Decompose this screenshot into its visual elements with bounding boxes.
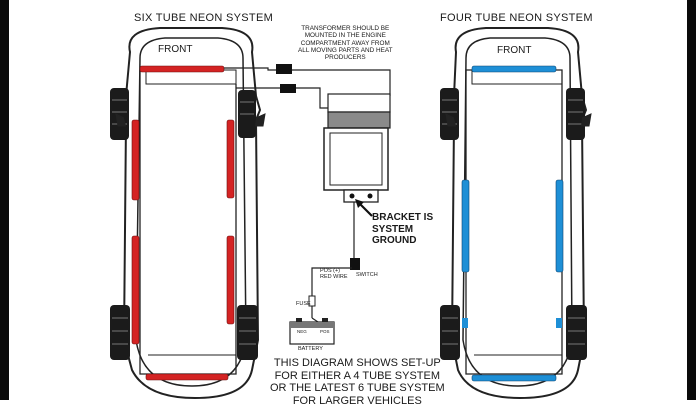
fuse-body — [308, 295, 316, 307]
four-tube-rear-tube — [471, 374, 557, 382]
six-tube-title: SIX TUBE NEON SYSTEM — [134, 12, 274, 24]
red-wire-label: RED WIRE — [320, 274, 348, 281]
four-tube-connector-a — [462, 318, 468, 328]
right-car-body — [448, 27, 588, 400]
right-car — [440, 27, 592, 400]
pos-label: POS (+) — [320, 268, 341, 274]
right-neon-tubes — [461, 65, 564, 382]
transformer-note-line-3: COMPARTMENT AWAY FROM — [300, 39, 390, 47]
transformer-note: TRANSFORMER SHOULD BE MOUNTED IN THE ENG… — [298, 25, 393, 61]
left-neon-tubes — [131, 65, 235, 381]
transformer-note-line-2: MOUNTED IN THE ENGINE — [304, 32, 386, 40]
connector-upper — [276, 64, 292, 74]
wire-upper — [224, 67, 391, 96]
left-front-right-wheel — [238, 90, 256, 138]
right-rear-left-wheel — [440, 305, 460, 360]
bracket-note: BRACKET IS SYSTEM GROUND — [372, 212, 433, 247]
right-front-label: FRONT — [497, 45, 532, 56]
pos-red-wire-label: POS (+) RED WIRE — [320, 268, 348, 281]
four-tube-connector-b — [556, 318, 562, 328]
bracket-note-line-3: GROUND — [372, 235, 417, 246]
connector-lower — [280, 84, 296, 93]
left-front-left-wheel — [110, 88, 129, 140]
wire-lower — [236, 87, 328, 109]
left-car-mirror-right — [255, 113, 266, 127]
six-tube-left-upper-tube — [131, 119, 140, 201]
switch-label: SWITCH — [356, 272, 378, 278]
left-car-body — [120, 27, 262, 400]
six-tube-right-lower-tube — [226, 235, 235, 325]
battery-neg-label: NEG — [297, 329, 307, 334]
bracket-note-line-1: BRACKET IS — [372, 212, 434, 223]
four-tube-title: FOUR TUBE NEON SYSTEM — [440, 12, 593, 24]
left-car — [110, 27, 266, 400]
transformer-note-line-5: PRODUCERS — [324, 54, 366, 62]
left-car-mirror-left — [115, 113, 126, 127]
left-car-inner-body — [135, 37, 247, 387]
left-wiring-loop — [139, 70, 237, 375]
bracket-arrow-head — [355, 199, 364, 208]
four-tube-right-tube — [555, 179, 564, 273]
fuse-label: FUSE — [296, 301, 311, 307]
six-tube-rear-tube — [145, 373, 229, 381]
right-front-right-wheel — [566, 88, 585, 140]
left-front-label: FRONT — [158, 44, 193, 55]
six-tube-right-upper-tube — [226, 119, 235, 199]
transformer-note-line-4: ALL MOVING PARTS AND HEAT — [298, 46, 393, 54]
right-rear-right-wheel — [566, 305, 587, 360]
four-tube-front-tube — [471, 65, 557, 73]
right-car-mirror-right — [581, 113, 592, 127]
battery-label: BATTERY — [298, 346, 323, 352]
right-front-left-wheel — [440, 88, 459, 140]
wire-fuse-to-battery — [311, 317, 319, 323]
right-car-inner-body — [462, 37, 573, 387]
bottom-note-line-1: THIS DIAGRAM SHOWS SET-UP — [273, 357, 441, 369]
transformer — [323, 93, 391, 191]
left-rear-right-wheel — [237, 305, 258, 360]
bottom-note-line-3: OR THE LATEST 6 TUBE SYSTEM — [270, 382, 445, 395]
bottom-note-line-2: FOR EITHER A 4 TUBE SYSTEM — [274, 369, 441, 382]
right-wiring-loop — [465, 69, 563, 375]
six-tube-left-lower-tube — [131, 235, 140, 345]
right-car-mirror-left — [445, 113, 456, 127]
battery — [289, 318, 335, 345]
six-tube-front-tube — [139, 65, 225, 73]
battery-pos-label: POS — [320, 329, 330, 334]
center-wiring — [224, 64, 391, 345]
left-rear-left-wheel — [110, 305, 130, 360]
bottom-note-line-4: FOR LARGER VEHICLES — [292, 394, 422, 407]
switch — [350, 258, 360, 270]
bracket-note-line-2: SYSTEM — [372, 223, 414, 235]
mounting-bracket — [343, 189, 379, 203]
four-tube-left-tube — [461, 179, 470, 273]
transformer-note-line-1: TRANSFORMER SHOULD BE — [301, 25, 390, 32]
